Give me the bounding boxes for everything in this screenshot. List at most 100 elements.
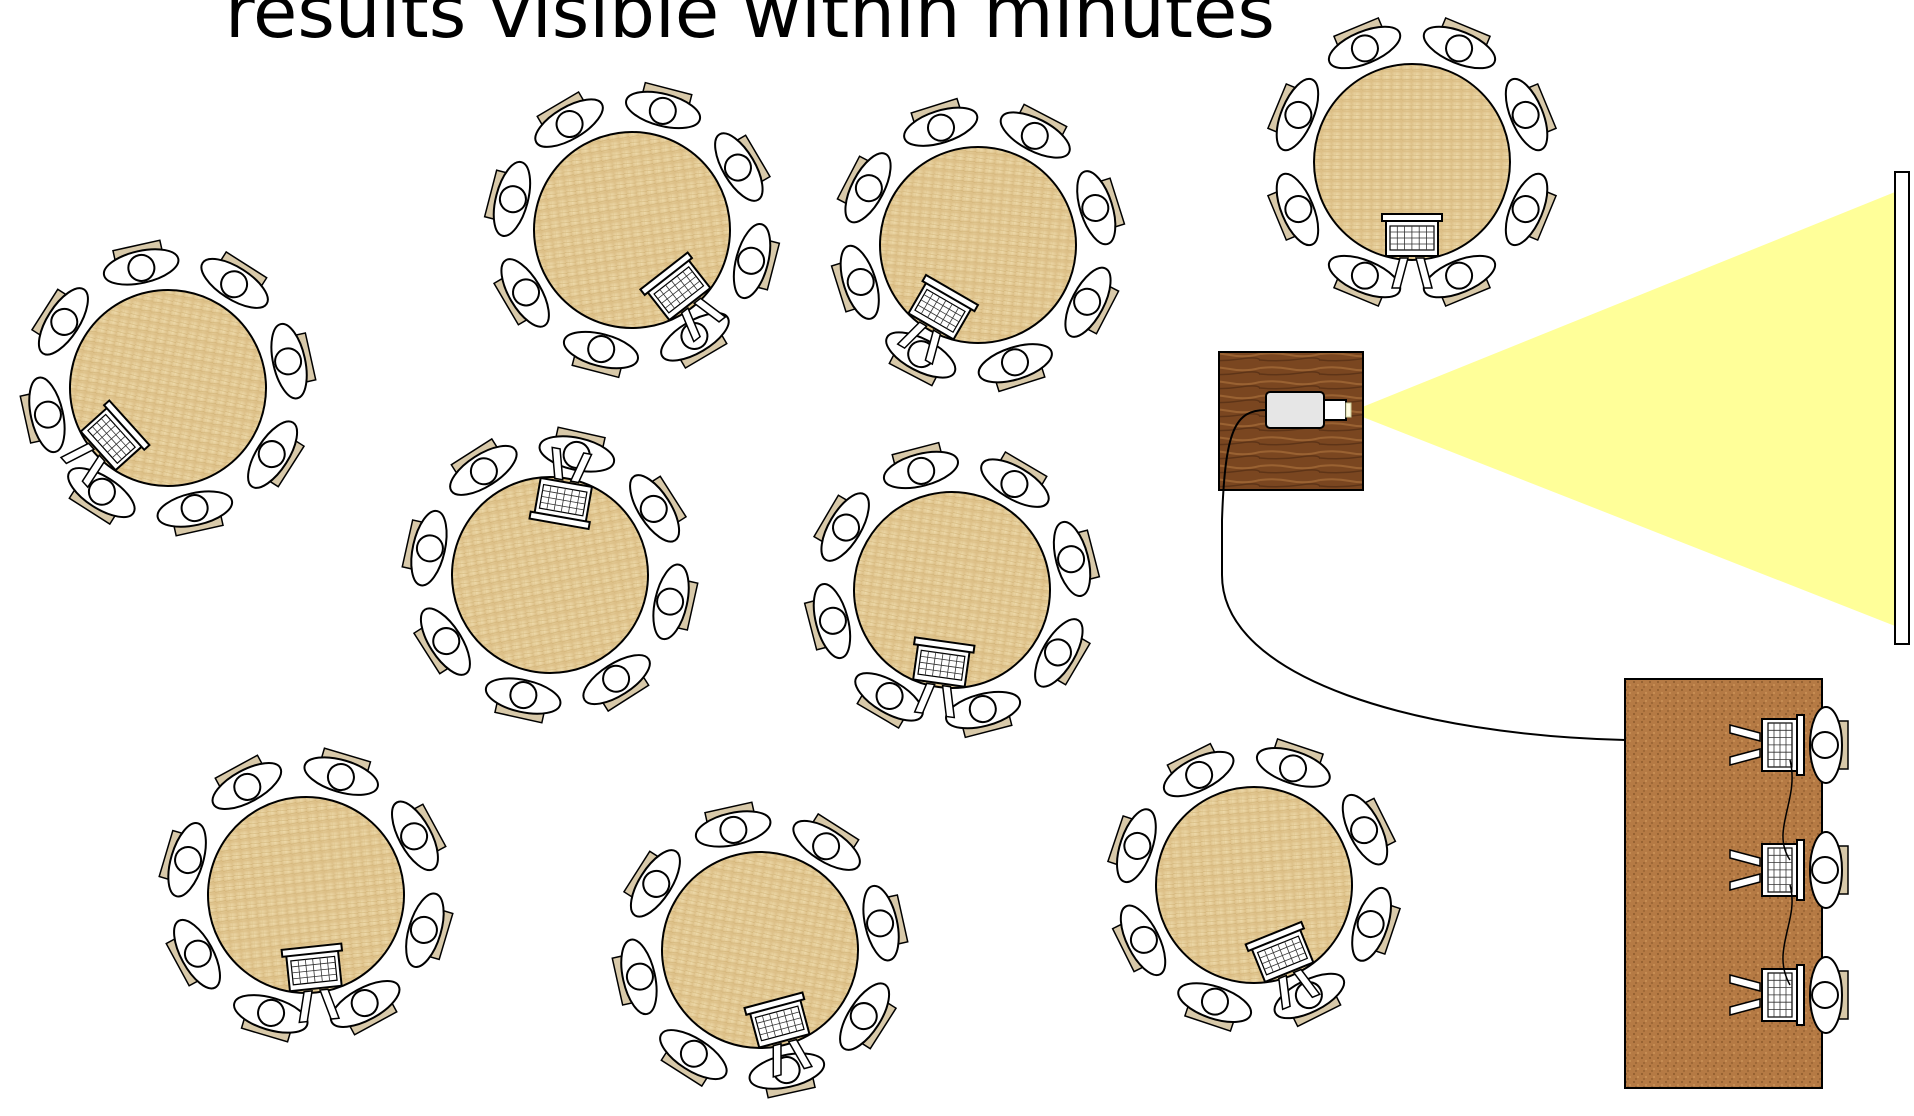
- person-icon: [1351, 886, 1402, 962]
- laptop-icon: [1381, 213, 1443, 289]
- round-table-group: [1106, 737, 1402, 1033]
- person-icon: [714, 132, 772, 202]
- person-icon: [1327, 254, 1402, 308]
- person-icon: [1266, 172, 1320, 247]
- person-icon: [156, 490, 234, 537]
- person-icon: [977, 343, 1053, 393]
- laptop-icon: [638, 251, 727, 343]
- person-icon: [1809, 706, 1849, 784]
- person-icon: [839, 982, 898, 1051]
- round-table-group: [483, 81, 781, 379]
- person-icon: [803, 583, 852, 660]
- round-table-icon: [69, 289, 267, 487]
- laptop-icon: [896, 273, 980, 366]
- person-icon: [19, 376, 66, 454]
- person-icon: [449, 437, 518, 496]
- person-icon: [629, 474, 688, 543]
- person-icon: [945, 690, 1022, 739]
- round-table-icon: [1313, 63, 1511, 261]
- round-table-group: [1266, 16, 1558, 308]
- person-icon: [1422, 254, 1497, 308]
- person-icon: [1064, 266, 1120, 338]
- person-icon: [247, 420, 306, 489]
- round-table-group: [401, 426, 699, 724]
- person-icon: [165, 918, 221, 990]
- person-icon: [1106, 808, 1157, 884]
- person-icon: [1177, 982, 1253, 1033]
- person-icon: [694, 801, 772, 848]
- person-icon: [158, 822, 207, 898]
- person-icon: [862, 884, 909, 962]
- person-icon: [854, 672, 924, 730]
- person-icon: [622, 849, 681, 918]
- person-icon: [748, 1052, 826, 1099]
- laptop-icon: [1729, 714, 1805, 776]
- laptop-icon: [912, 636, 976, 719]
- laptop-icon: [59, 399, 151, 489]
- round-tables-layer: [19, 16, 1558, 1099]
- person-icon: [1162, 742, 1235, 798]
- person-icon: [652, 563, 699, 641]
- light-beam: [1350, 192, 1895, 626]
- person-icon: [492, 258, 550, 328]
- person-icon: [1255, 737, 1331, 788]
- round-table-icon: [207, 796, 405, 994]
- round-table-group: [19, 239, 317, 537]
- person-icon: [625, 81, 702, 130]
- person-icon: [412, 607, 471, 676]
- person-icon: [270, 322, 317, 400]
- person-icon: [405, 892, 454, 968]
- slide-title: results visible within minutes: [225, 0, 1275, 54]
- person-icon: [1809, 831, 1849, 909]
- person-icon: [401, 509, 448, 587]
- person-icon: [812, 492, 870, 562]
- person-icon: [102, 239, 180, 286]
- round-table-group: [803, 441, 1101, 739]
- projector-icon: [1265, 391, 1352, 429]
- person-icon: [329, 980, 401, 1036]
- laptop-icon: [528, 446, 594, 531]
- person-icon: [1341, 793, 1397, 866]
- laptop-icon: [743, 991, 814, 1078]
- person-icon: [1052, 520, 1101, 597]
- person-icon: [1327, 16, 1402, 70]
- laptop-icon: [1244, 920, 1321, 1011]
- person-icon: [1809, 956, 1849, 1034]
- person-icon: [611, 938, 658, 1016]
- round-table-group: [158, 747, 454, 1043]
- person-icon: [211, 754, 283, 810]
- person-icon: [980, 450, 1050, 508]
- person-icon: [903, 97, 979, 147]
- person-icon: [732, 223, 781, 300]
- person-icon: [1266, 77, 1320, 152]
- person-icon: [1504, 172, 1558, 247]
- presenter-cable: [1782, 759, 1793, 986]
- person-icon: [792, 812, 861, 871]
- person-icon: [836, 152, 892, 224]
- person-icon: [1422, 16, 1497, 70]
- person-icon: [582, 654, 651, 713]
- person-icon: [483, 160, 532, 237]
- round-table-icon: [853, 491, 1051, 689]
- laptop-icon: [280, 942, 344, 1024]
- person-icon: [1111, 904, 1167, 977]
- person-icon: [30, 287, 89, 356]
- round-table-icon: [451, 476, 649, 674]
- person-icon: [1076, 170, 1126, 246]
- person-icon: [200, 250, 269, 309]
- person-icon: [1034, 618, 1092, 688]
- cable-icon: [1221, 409, 1626, 741]
- person-icon: [534, 90, 604, 148]
- projection-screen-icon: [1894, 171, 1910, 645]
- round-table-icon: [1155, 786, 1353, 984]
- round-table-icon: [661, 851, 859, 1049]
- person-icon: [233, 994, 309, 1043]
- presenter-station: [1729, 956, 1849, 1034]
- round-table-group: [611, 801, 909, 1099]
- person-icon: [885, 331, 957, 387]
- presentation-area: [1218, 171, 1910, 1089]
- person-icon: [484, 677, 562, 724]
- person-icon: [1504, 77, 1558, 152]
- person-icon: [999, 103, 1071, 159]
